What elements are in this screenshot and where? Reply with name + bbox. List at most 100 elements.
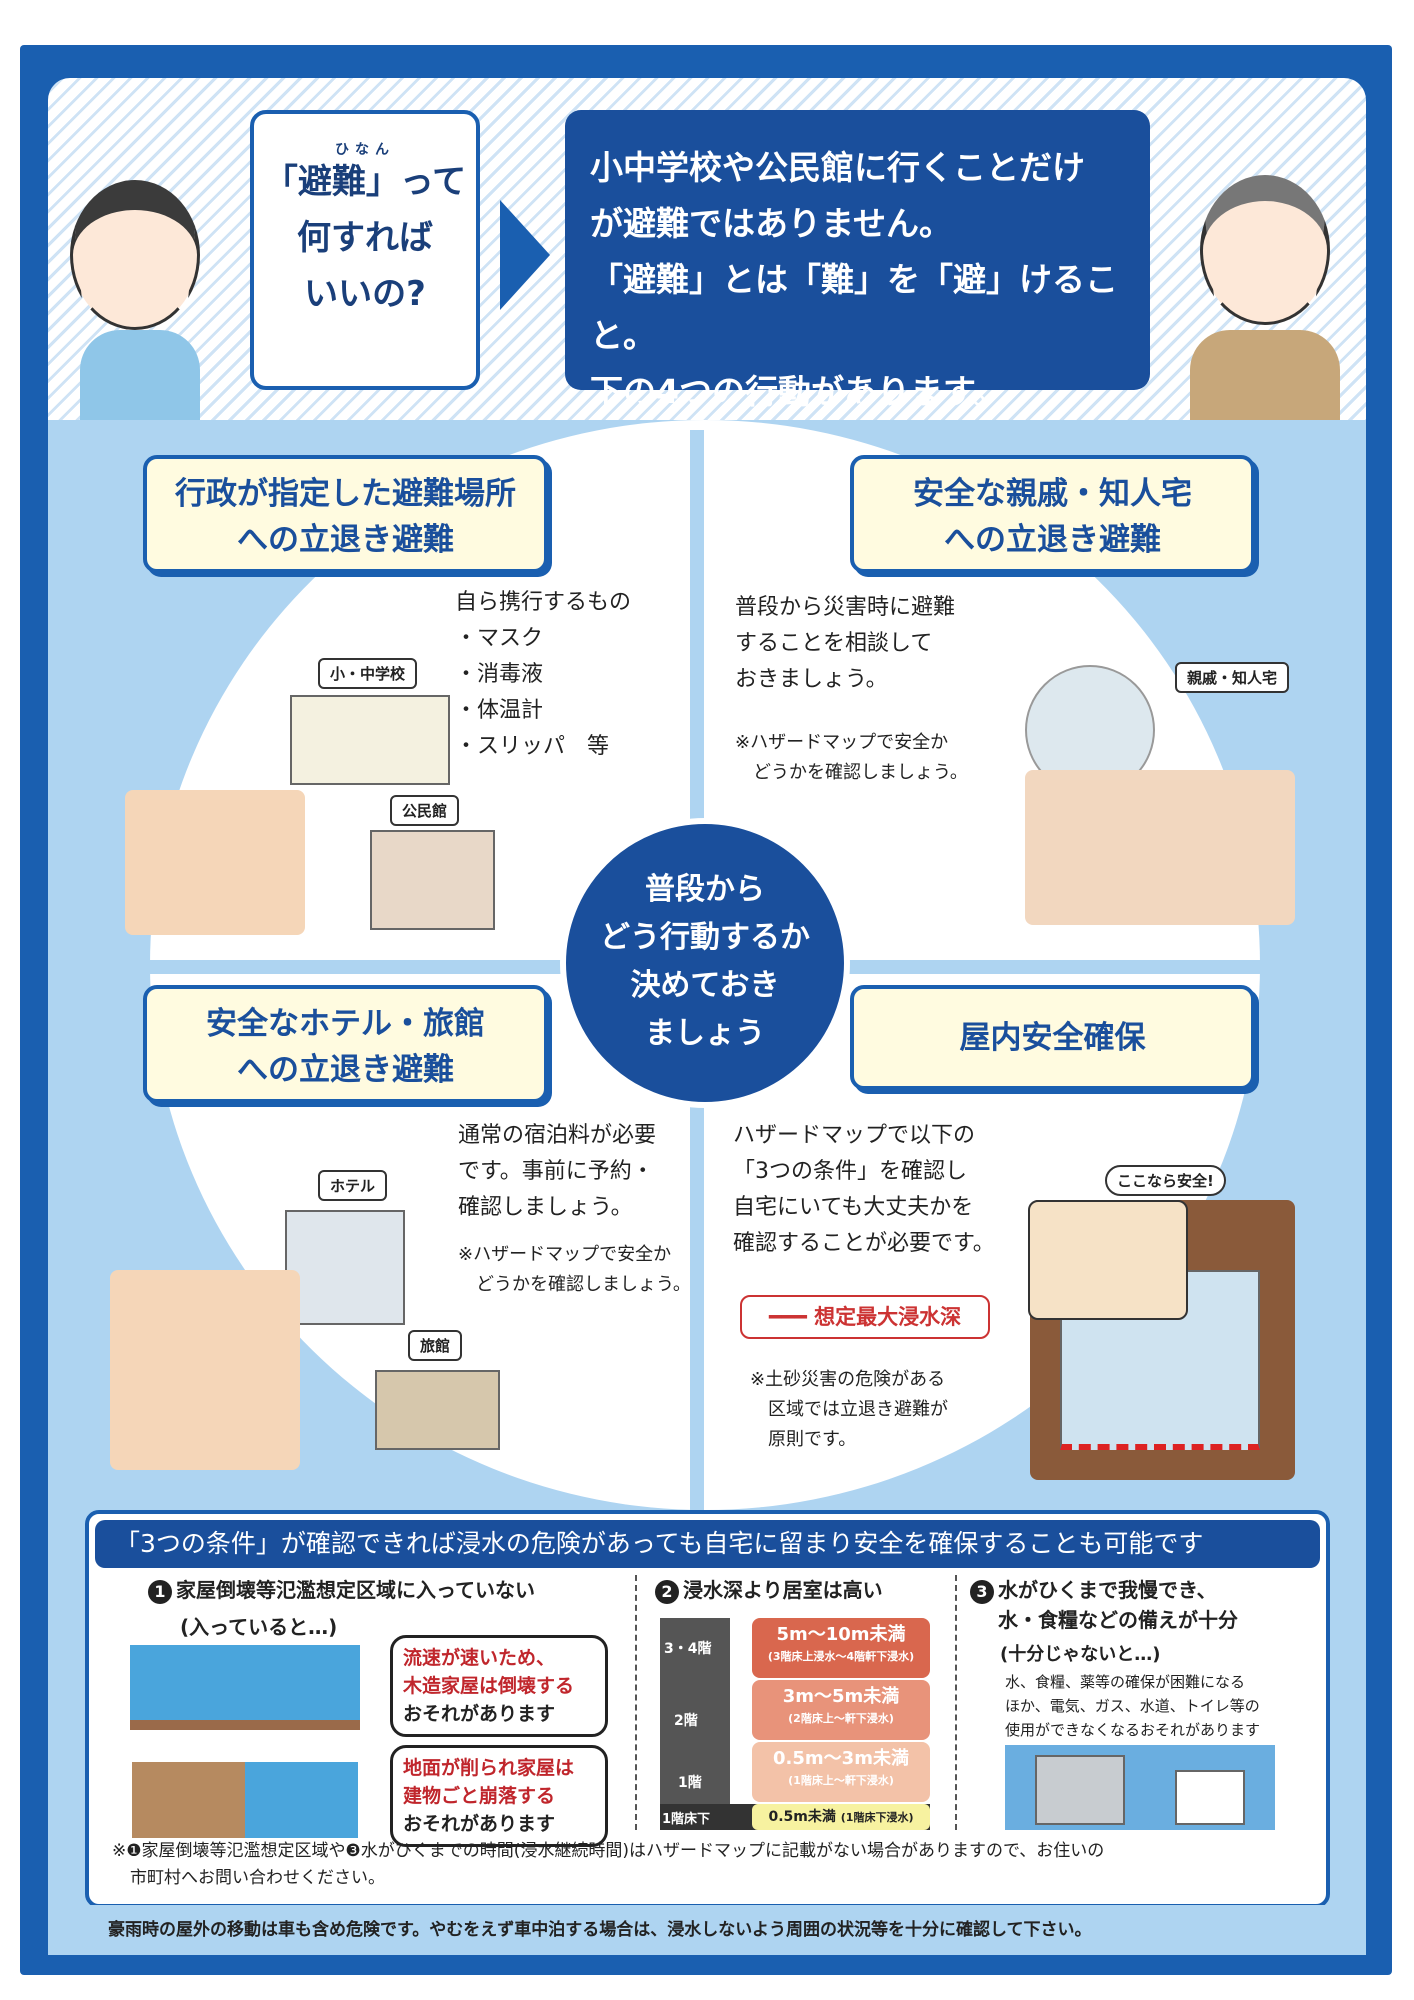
erosion-warning-bubble: 地面が削られ家屋は 建物ごと崩落する おそれがあります: [390, 1745, 608, 1847]
body-line: 「3つの条件」を確認し: [733, 1159, 967, 1184]
condition-1-sub: (入っていると…): [180, 1615, 338, 1639]
safe-here-label: ここなら安全!: [1105, 1165, 1226, 1196]
note-line: ※土砂災害の危険がある: [750, 1369, 946, 1390]
relatives-home-label: 親戚・知人宅: [1175, 662, 1290, 693]
question-line: 「避難」って: [263, 162, 467, 202]
answer-line: が避難ではありません。: [590, 204, 953, 243]
hotel-text: 通常の宿泊料が必要 です。事前に予約・ 確認しましょう。: [458, 1118, 656, 1226]
column-divider: [955, 1575, 957, 1830]
answer-bubble: 小中学校や公民館に行くことだけ が避難ではありません。 「避難」とは「難」を「避…: [565, 110, 1150, 411]
note-line: ※ハザードマップで安全か: [735, 732, 949, 753]
max-flood-depth-legend: ━━━ 想定最大浸水深: [740, 1295, 990, 1339]
relatives-home-title: 安全な親戚・知人宅 への立退き避難: [850, 455, 1255, 573]
body-line: おきましょう。: [735, 667, 888, 692]
body-line: です。事前に予約・: [458, 1159, 654, 1184]
item-text: ・スリッパ 等: [455, 734, 610, 759]
center-message: 普段から どう行動するか 決めておき ましょう: [560, 818, 850, 1108]
center-line: 普段から: [645, 872, 765, 907]
designated-shelter-title: 行政が指定した避難場所 への立退き避難: [143, 455, 548, 573]
item-text: ・消毒液: [455, 662, 544, 687]
question-line: いいの?: [304, 274, 426, 314]
house-icon: [1175, 1770, 1245, 1825]
depth-box: 0.5m〜3m未満 (1階床上〜軒下浸水): [752, 1742, 930, 1802]
relatives-note: ※ハザードマップで安全か どうかを確認しましょう。: [735, 728, 968, 788]
depth-value: 5m〜10m未満: [776, 1624, 906, 1645]
arrow-right-icon: [500, 200, 550, 310]
collapse-warning-bubble: 流速が速いため、 木造家屋は倒壊する おそれがあります: [390, 1635, 608, 1737]
depth-box: 5m〜10m未満 (3階床上浸水〜4階軒下浸水): [752, 1618, 930, 1678]
title-line: への立退き避難: [237, 522, 454, 558]
erosion-illustration: [130, 1760, 360, 1840]
condition-3-sub: (十分じゃないと…): [1000, 1644, 1161, 1665]
note-line: 区域では立退き避難が: [750, 1399, 948, 1420]
floor-label: 3・4階: [664, 1641, 712, 1657]
body-line: 普段から災害時に避難: [735, 595, 956, 620]
ryokan-label: 旅館: [408, 1330, 463, 1361]
warning-line: 建物ごと崩落する: [403, 1785, 556, 1807]
floor-label: 2階: [674, 1713, 698, 1729]
depth-value: 0.5m未満: [768, 1809, 836, 1825]
conditions-header: 「3つの条件」が確認できれば浸水の危険があっても自宅に留まり安全を確保することも…: [95, 1520, 1320, 1568]
depth-value: 0.5m〜3m未満: [773, 1748, 909, 1769]
title-line: への立退き避難: [944, 522, 1161, 558]
title-line: 安全なホテル・旅館: [206, 1006, 485, 1042]
man-avatar: [1200, 175, 1330, 325]
floor-label: 1階床下: [662, 1812, 711, 1827]
column-divider: [635, 1575, 637, 1830]
floor-row: 3・4階 5m〜10m未満 (3階床上浸水〜4階軒下浸水): [660, 1618, 930, 1678]
depth-box: 0.5m未満 (1階床下浸水): [752, 1804, 930, 1830]
flood-wave-illustration: [130, 1645, 360, 1730]
answer-line: 下の4つの行動があります。: [590, 372, 1006, 411]
number-badge: 2: [655, 1580, 679, 1604]
depth-desc: (1階床上〜軒下浸水): [788, 1774, 894, 1787]
hotel-family-illustration: [110, 1270, 300, 1470]
boy-shirt: [80, 330, 200, 420]
school-label: 小・中学校: [318, 658, 418, 689]
question-line: 何すれば: [297, 218, 433, 258]
ryokan-illustration: [375, 1370, 500, 1450]
body-line: 確認しましょう。: [458, 1195, 633, 1220]
school-illustration: [290, 695, 450, 785]
center-line: 決めておき: [630, 968, 780, 1003]
note-line: どうかを確認しましょう。: [735, 762, 968, 783]
community-hall-label: 公民館: [390, 795, 460, 826]
body-line: することを相談して: [735, 631, 933, 656]
answer-line: 「避難」とは「難」を「避」けること。: [590, 260, 1118, 355]
ruby-text: ひなん: [335, 142, 395, 158]
floor-row: 1階床下 0.5m未満 (1階床下浸水): [660, 1804, 930, 1830]
title-line: 安全な親戚・知人宅: [913, 476, 1192, 512]
warning-line: 地面が削られ家屋は: [403, 1757, 575, 1779]
note-line: 市町村へお問い合わせください。: [130, 1868, 385, 1888]
title-text: 水・食糧などの備えが十分: [998, 1608, 1238, 1632]
question-bubble: ひなん 「避難」って 何すれば いいの?: [250, 110, 480, 390]
flooded-town-illustration: [1005, 1745, 1275, 1830]
hotel-note: ※ハザードマップで安全か どうかを確認しましょう。: [458, 1240, 691, 1300]
indoor-note: ※土砂災害の危険がある 区域では立退き避難が 原則です。: [750, 1365, 948, 1455]
note-line: どうかを確認しましょう。: [458, 1274, 691, 1295]
designated-items: 自ら携行するもの ・マスク ・消毒液 ・体温計 ・スリッパ 等: [455, 585, 631, 765]
man-suit: [1190, 330, 1340, 420]
community-hall-illustration: [370, 830, 495, 930]
center-line: どう行動するか: [600, 920, 810, 955]
number-badge: 1: [148, 1580, 172, 1604]
indoor-safety-title: 屋内安全確保: [850, 985, 1255, 1090]
floor-depth-chart: 3・4階 5m〜10m未満 (3階床上浸水〜4階軒下浸水) 2階 3m〜5m未満(…: [660, 1618, 930, 1830]
indoor-text: ハザードマップで以下の 「3つの条件」を確認し 自宅にいても大丈夫かを 確認する…: [733, 1118, 995, 1262]
hotel-title: 安全なホテル・旅館 への立退き避難: [143, 985, 548, 1103]
body-line: 自宅にいても大丈夫かを: [733, 1195, 974, 1220]
warning-line: 流速が速いため、: [403, 1647, 556, 1669]
condition-3-text: 水、食糧、薬等の確保が困難になる ほか、電気、ガス、水道、トイレ等の 使用ができ…: [1005, 1670, 1260, 1742]
depth-desc: (3階床上浸水〜4階軒下浸水): [767, 1650, 915, 1663]
family-illustration: [125, 790, 305, 935]
body-line: ハザードマップで以下の: [733, 1123, 976, 1148]
building-column: [660, 1618, 730, 1828]
depth-box: 3m〜5m未満(2階床上〜軒下浸水): [752, 1680, 930, 1740]
answer-line: 小中学校や公民館に行くことだけ: [590, 148, 1085, 187]
relatives-family-illustration: [1025, 770, 1295, 925]
boy-avatar: [70, 180, 200, 330]
item-text: 自ら携行するもの: [455, 590, 632, 615]
number-badge: 3: [970, 1580, 994, 1604]
